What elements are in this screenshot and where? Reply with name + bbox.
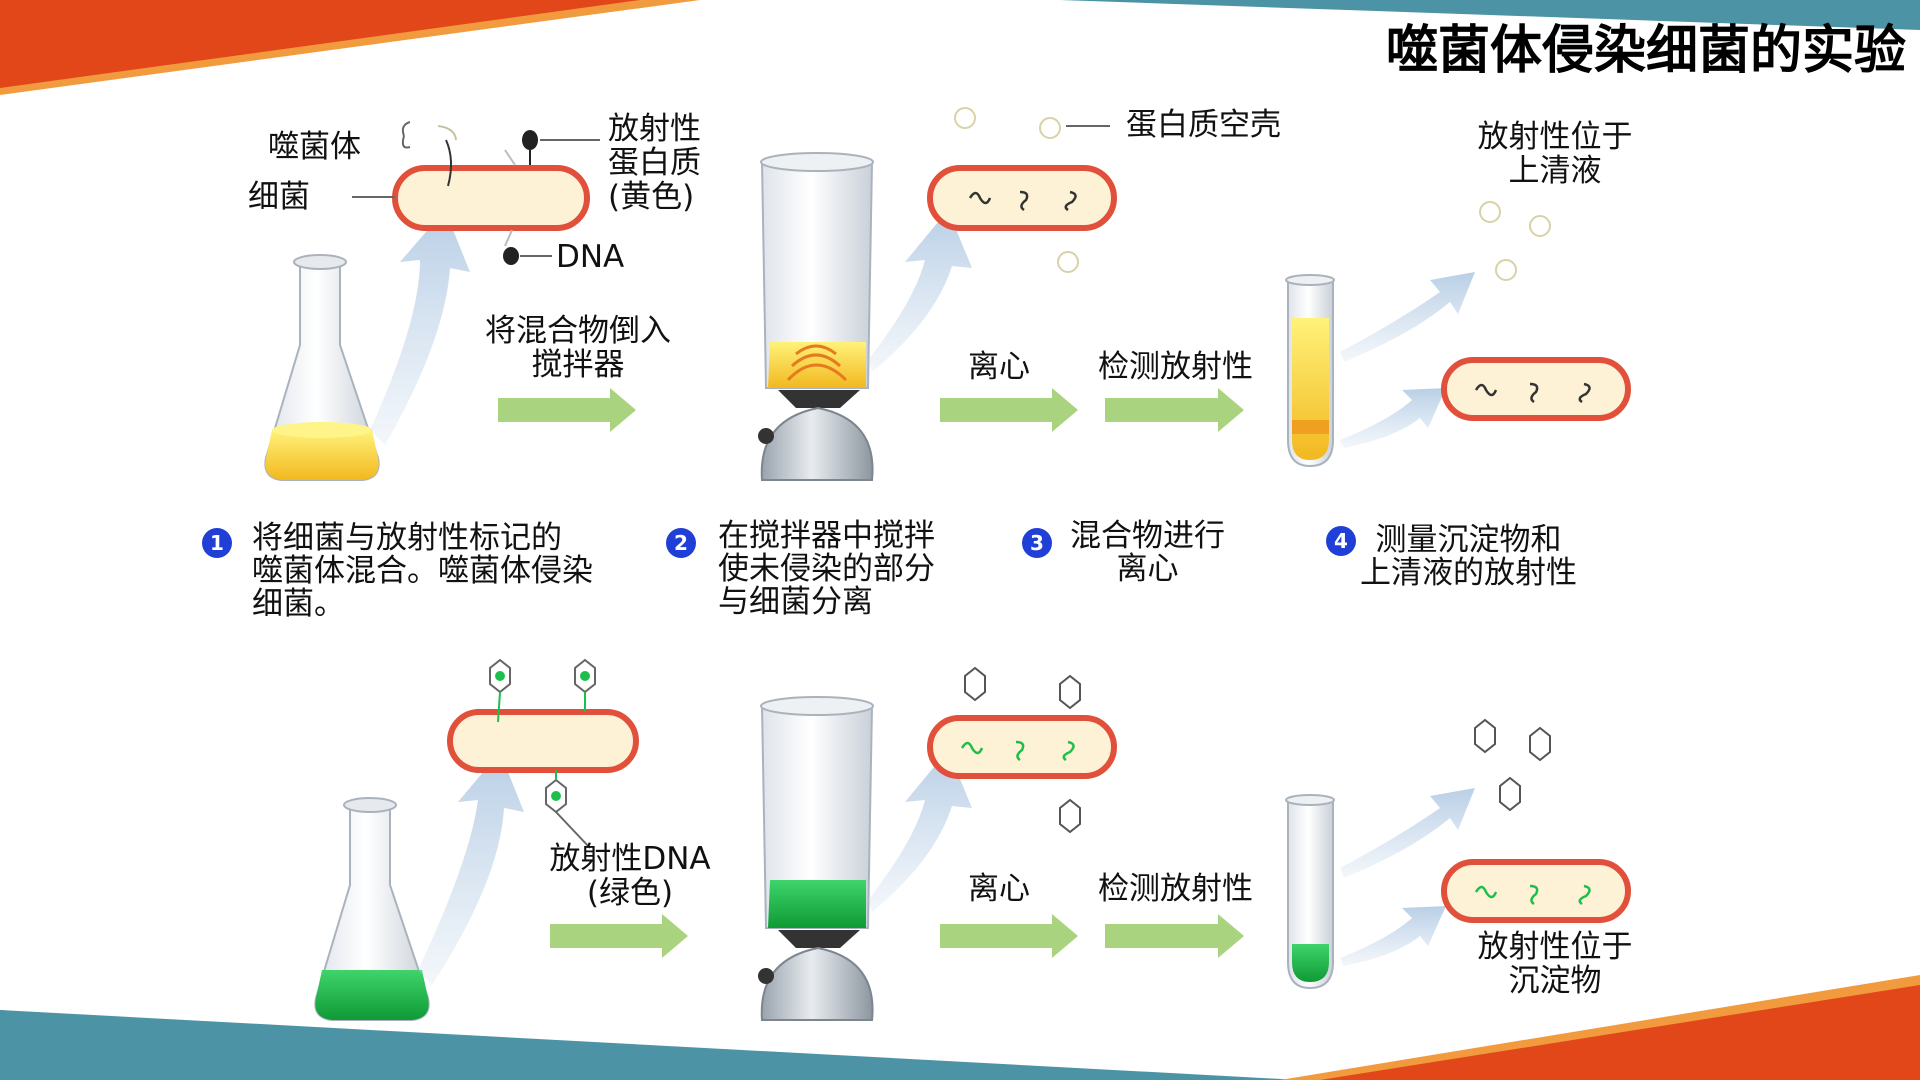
label-phage: 噬菌体 bbox=[268, 129, 361, 165]
arrow-step-3 bbox=[940, 388, 1078, 432]
flask-green bbox=[314, 797, 430, 1021]
step-1-badge: 1 bbox=[202, 528, 232, 558]
test-tube-green bbox=[1285, 794, 1335, 990]
arrow-up-6 bbox=[1340, 788, 1475, 878]
arrow-step-3b bbox=[1105, 388, 1244, 432]
arrow-down-3 bbox=[1340, 388, 1446, 448]
arrow-up-5 bbox=[868, 750, 972, 912]
label-centrifuge-bottom: 离心 bbox=[968, 871, 1030, 907]
top-banner bbox=[0, 0, 1920, 95]
arrow-up-4 bbox=[418, 752, 524, 985]
bottom-banner bbox=[0, 975, 1920, 1080]
step-1-text: 将细菌与放射性标记的 噬菌体混合。噬菌体侵染 细菌。 bbox=[252, 520, 593, 622]
flask-yellow bbox=[264, 254, 380, 481]
bacterium-bottom-mid bbox=[927, 666, 1117, 834]
empty-phages-bottom bbox=[1474, 718, 1551, 812]
arrow-step-b1 bbox=[550, 914, 688, 958]
step-3-badge: 3 bbox=[1022, 528, 1052, 558]
label-detect-top: 检测放射性 bbox=[1098, 349, 1253, 385]
bacterium-green bbox=[447, 658, 639, 849]
arrow-step-1 bbox=[498, 388, 636, 432]
label-radio-protein: 放射性 蛋白质 (黄色) bbox=[608, 111, 701, 215]
label-dna: DNA bbox=[556, 239, 625, 275]
step-2-text: 在搅拌器中搅拌 使未侵染的部分 与细菌分离 bbox=[718, 518, 935, 620]
test-tube-yellow bbox=[1285, 274, 1335, 468]
step-2-badge: 2 bbox=[666, 528, 696, 558]
label-pour: 将混合物倒入 搅拌器 bbox=[485, 313, 671, 383]
label-bacteria: 细菌 bbox=[248, 179, 310, 215]
blender-yellow bbox=[758, 152, 874, 481]
label-result-bottom: 放射性位于 沉淀物 bbox=[1477, 929, 1633, 999]
step-3-text: 混合物进行 离心 bbox=[1070, 518, 1225, 587]
bacterium-protein-shell bbox=[927, 107, 1117, 273]
page-title: 噬菌体侵染细菌的实验 bbox=[1385, 20, 1906, 81]
empty-shells bbox=[1479, 201, 1551, 281]
arrow-down-6 bbox=[1340, 906, 1446, 966]
arrow-up-2 bbox=[868, 210, 972, 372]
bacterium-top bbox=[392, 125, 590, 247]
blender-green bbox=[758, 696, 874, 1021]
step-4-text: 测量沉淀物和 上清液的放射性 bbox=[1360, 522, 1577, 591]
label-centrifuge-top: 离心 bbox=[968, 349, 1030, 385]
label-detect-bottom: 检测放射性 bbox=[1098, 871, 1253, 907]
label-protein-shell: 蛋白质空壳 bbox=[1126, 107, 1281, 143]
arrow-step-b3 bbox=[940, 914, 1078, 958]
arrow-step-b3b bbox=[1105, 914, 1244, 958]
label-radio-dna: 放射性DNA (绿色) bbox=[549, 841, 711, 911]
label-result-top: 放射性位于 上清液 bbox=[1477, 119, 1633, 189]
bacterium-sediment-top bbox=[1441, 357, 1631, 421]
arrow-up-1 bbox=[370, 210, 470, 445]
phage-icon bbox=[503, 130, 538, 265]
arrow-up-3 bbox=[1340, 272, 1475, 362]
bacterium-sediment-bottom bbox=[1441, 859, 1631, 923]
step-4-badge: 4 bbox=[1326, 526, 1356, 556]
